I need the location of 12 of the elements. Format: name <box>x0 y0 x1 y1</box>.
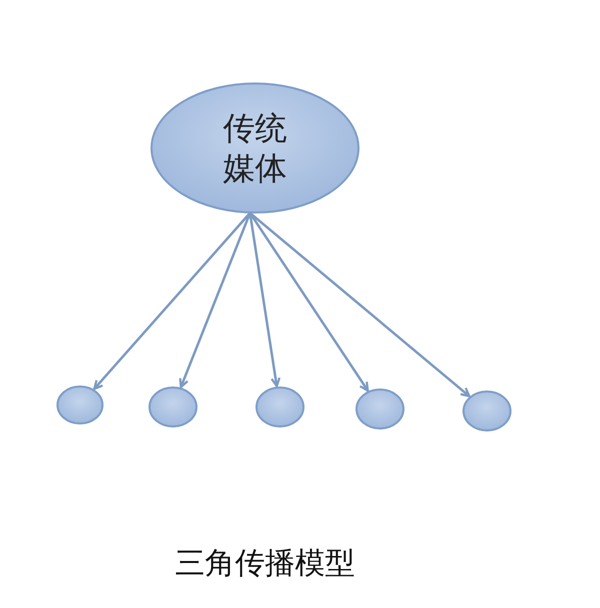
circle-node <box>462 390 512 432</box>
arrow <box>93 212 251 390</box>
ellipse-node <box>150 82 360 214</box>
caption: 三角传播模型 <box>174 545 356 583</box>
circle-node <box>355 388 405 430</box>
circle-node <box>148 386 198 428</box>
circle-node <box>255 386 305 428</box>
arrow <box>249 212 470 398</box>
arrow <box>179 212 252 388</box>
arrow <box>248 212 281 388</box>
node-label: 传统媒体 <box>222 108 288 188</box>
circle-node <box>56 385 104 425</box>
